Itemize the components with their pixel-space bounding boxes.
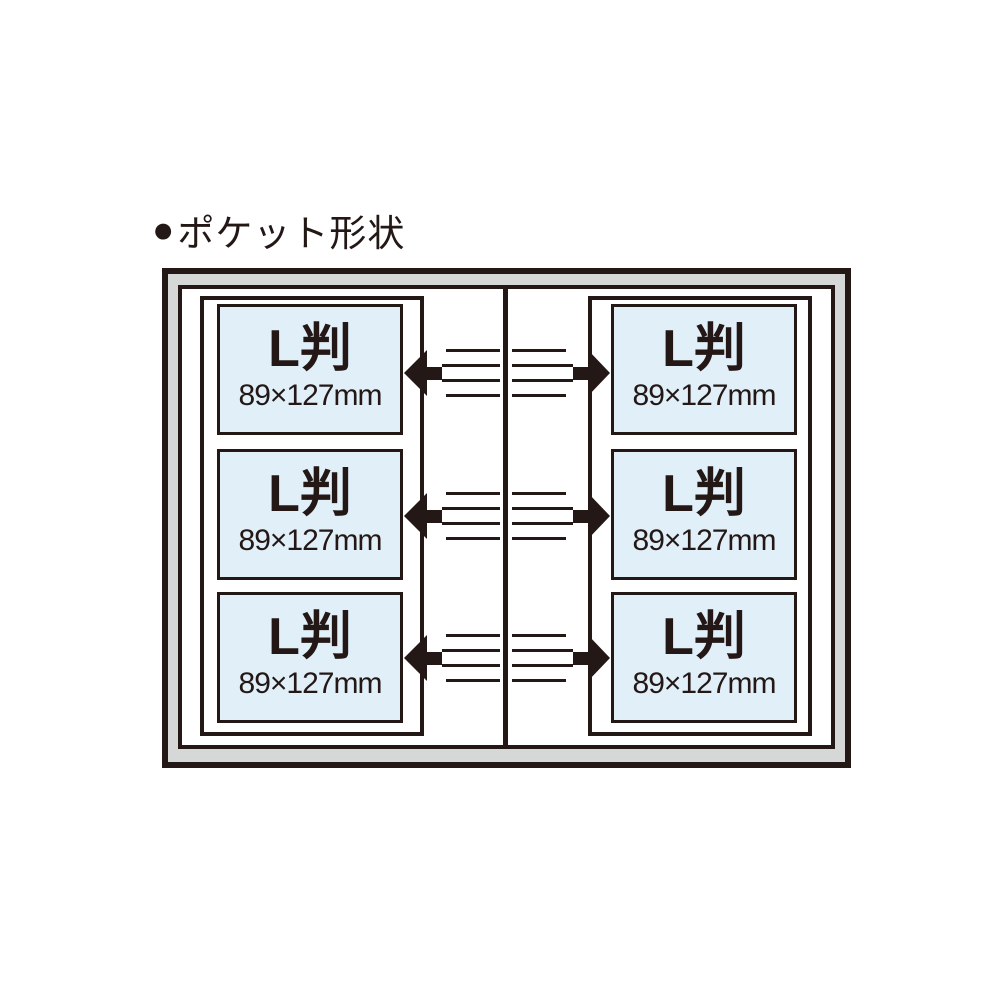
slit-line — [512, 379, 573, 382]
pocket-opening-connector-2 — [404, 492, 610, 540]
pocket-size-label: L判 — [268, 608, 352, 667]
slit-line — [442, 649, 500, 652]
pocket-right-2: L判 89×127mm — [611, 449, 797, 580]
section-title: ● ポケット形状 — [152, 208, 405, 254]
slit-line — [512, 664, 573, 667]
slit-line — [442, 664, 500, 667]
slit-line — [512, 537, 566, 540]
bullet-icon: ● — [152, 209, 176, 250]
slit-line — [446, 634, 500, 637]
pocket-size-label: L判 — [662, 465, 746, 524]
slit-line — [446, 349, 500, 352]
arrow-right-icon — [573, 350, 610, 396]
pocket-dimensions: 89×127mm — [238, 378, 383, 412]
arrow-left-icon — [404, 350, 442, 396]
slit-line — [512, 634, 566, 637]
pocket-left-3: L判 89×127mm — [217, 592, 403, 723]
pocket-dimensions: 89×127mm — [238, 523, 383, 557]
pocket-left-1: L判 89×127mm — [217, 304, 403, 435]
slit-line — [446, 492, 500, 495]
slit-line — [446, 394, 500, 397]
slit-line — [442, 507, 500, 510]
pocket-opening-connector-1 — [404, 349, 610, 397]
pocket-dimensions: 89×127mm — [632, 666, 777, 700]
slit-line — [512, 522, 573, 525]
slit-line — [446, 679, 500, 682]
pocket-dimensions: 89×127mm — [238, 666, 383, 700]
album-spine-line — [503, 289, 508, 745]
slit-line — [512, 394, 566, 397]
arrow-left-icon — [404, 493, 442, 539]
slit-line — [512, 492, 566, 495]
pocket-size-label: L判 — [662, 608, 746, 667]
slit-line — [446, 537, 500, 540]
section-title-label: ポケット形状 — [177, 213, 406, 254]
slit-line — [512, 364, 573, 367]
slit-line — [512, 679, 566, 682]
pocket-right-1: L判 89×127mm — [611, 304, 797, 435]
arrow-left-icon — [404, 635, 442, 681]
slit-line — [442, 522, 500, 525]
slit-line — [442, 379, 500, 382]
slit-line — [512, 507, 573, 510]
pocket-size-label: L判 — [268, 320, 352, 379]
pocket-dimensions: 89×127mm — [632, 378, 777, 412]
arrow-right-icon — [573, 493, 610, 539]
slit-line — [442, 364, 500, 367]
arrow-right-icon — [573, 635, 610, 681]
slit-line — [512, 349, 566, 352]
pocket-opening-connector-3 — [404, 634, 610, 682]
slit-line — [512, 649, 573, 652]
pocket-size-label: L判 — [268, 465, 352, 524]
pocket-right-3: L判 89×127mm — [611, 592, 797, 723]
pocket-size-label: L判 — [662, 320, 746, 379]
pocket-dimensions: 89×127mm — [632, 523, 777, 557]
pocket-left-2: L判 89×127mm — [217, 449, 403, 580]
